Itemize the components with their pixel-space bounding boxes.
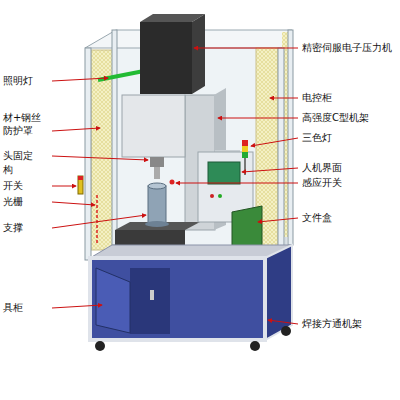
part-label: 焊接方通机架	[302, 318, 362, 330]
part-label: 精密伺服电子压力机	[302, 42, 392, 54]
part-label: 人机界面	[302, 162, 342, 174]
leader-lines	[52, 48, 298, 324]
part-label: 光栅	[3, 196, 23, 208]
part-label: 感应开关	[302, 177, 342, 189]
part-label: 照明灯	[3, 75, 33, 87]
part-label: 三色灯	[302, 132, 332, 144]
part-label: 开关	[3, 180, 23, 192]
part-label: 高强度C型机架	[302, 112, 369, 124]
part-label: 头固定	[3, 150, 33, 162]
part-label: 文件盒	[302, 212, 332, 224]
part-label: 电控柜	[302, 92, 332, 104]
part-label: 构	[3, 164, 13, 176]
part-label: 材+钢丝	[3, 112, 41, 124]
part-label: 支撑	[3, 222, 23, 234]
part-label: 具柜	[3, 302, 23, 314]
part-label: 防护罩	[3, 125, 33, 137]
